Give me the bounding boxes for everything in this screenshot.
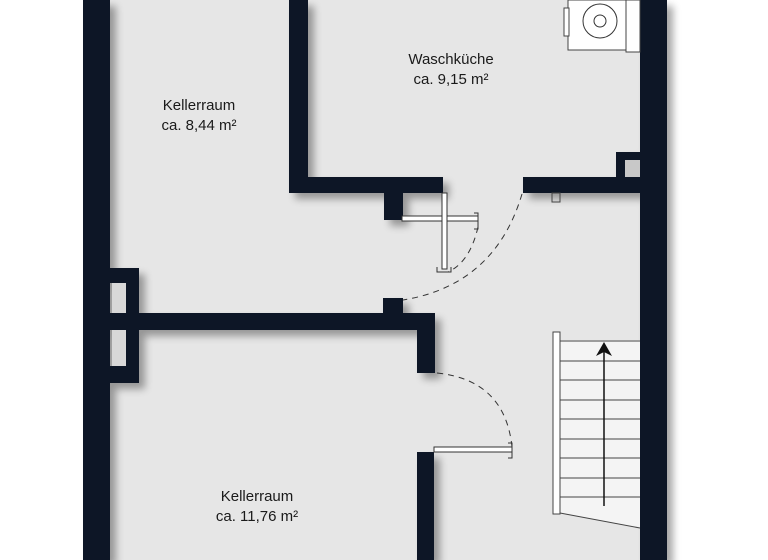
door-upper	[401, 192, 523, 301]
wall-right-niche	[616, 152, 625, 182]
room-name: Waschküche	[408, 51, 494, 68]
room-label-kellerraum-2: Kellerraum ca. 11,76 m²	[216, 487, 298, 527]
wall-waschkueche-bottom-right	[523, 177, 640, 193]
room-name: Kellerraum	[162, 97, 236, 114]
wall-waschkueche-bottom-left	[289, 177, 443, 193]
wall-right-outer	[640, 0, 667, 560]
wall-right-niche	[616, 152, 640, 162]
wall-middle-horizontal	[110, 313, 435, 330]
door-lower	[433, 372, 513, 459]
floor-area	[110, 0, 640, 560]
room-name: Kellerraum	[220, 488, 294, 505]
wall-waschkueche-stub	[384, 177, 403, 220]
stairs-icon	[552, 331, 641, 529]
wall-middle-return	[417, 313, 435, 373]
room-label-waschkueche: Waschküche ca. 9,15 m²	[408, 50, 493, 90]
walls	[83, 0, 667, 560]
room-label-kellerraum-1: Kellerraum ca. 8,44 m²	[161, 96, 236, 136]
wall-left-outer	[83, 0, 110, 560]
wall-lower-room-right	[417, 452, 434, 560]
room-area: ca. 8,44 m²	[161, 117, 237, 134]
room-area: ca. 11,76 m²	[215, 508, 299, 525]
wall-waschkueche-left	[289, 0, 308, 193]
room-area: ca. 9,15 m²	[413, 71, 489, 88]
wall-left-niche	[110, 366, 139, 383]
wall-middle-stub	[383, 298, 403, 318]
arrow-up-icon	[596, 342, 612, 356]
boiler-icon	[563, 0, 641, 53]
